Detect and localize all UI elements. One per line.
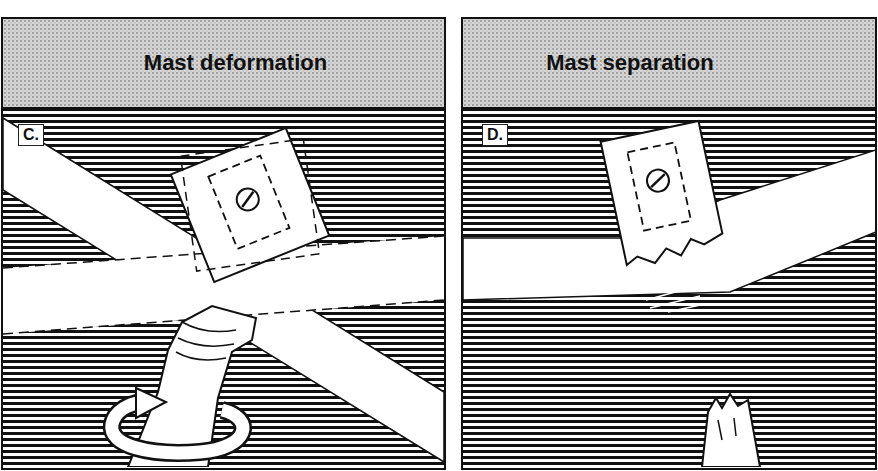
header-band (463, 19, 875, 108)
arrow-head (136, 388, 166, 418)
panel-heading: Mast deformation (2, 18, 445, 108)
panel-frame (462, 18, 876, 469)
tissue-stripes (463, 109, 875, 467)
screw-symbol (645, 168, 671, 194)
figure-panel: Mast deformationC. (2, 18, 445, 469)
broken-stub (702, 394, 760, 467)
mast-plate (601, 121, 726, 269)
panel-letter: D. (482, 124, 508, 146)
panel-heading: Mast separation (462, 18, 876, 108)
fracture-lines (718, 418, 736, 440)
mast-outline (627, 142, 691, 230)
mast-plate (155, 111, 346, 299)
header-band (3, 19, 444, 108)
header-rule (462, 107, 876, 109)
screw-symbol (233, 185, 262, 214)
figure-panel: Mast separationD. (462, 18, 876, 469)
screw-slot (238, 192, 257, 207)
panel-c (2, 18, 445, 469)
plate-outline (171, 128, 329, 282)
tissue-stripes (3, 109, 444, 467)
original-position (181, 139, 320, 271)
panel-d (462, 18, 876, 469)
panel-frame (2, 18, 445, 469)
header-rule (2, 107, 445, 109)
panel-letter: C. (18, 124, 44, 146)
plate-outline (601, 121, 726, 269)
white-band (3, 118, 444, 462)
mast-outline (208, 156, 289, 249)
screw-slot (649, 174, 667, 187)
finger-lines (176, 322, 236, 360)
twist-arrow (112, 402, 243, 453)
crack-lines (640, 282, 705, 312)
twist-arrow (112, 402, 243, 453)
